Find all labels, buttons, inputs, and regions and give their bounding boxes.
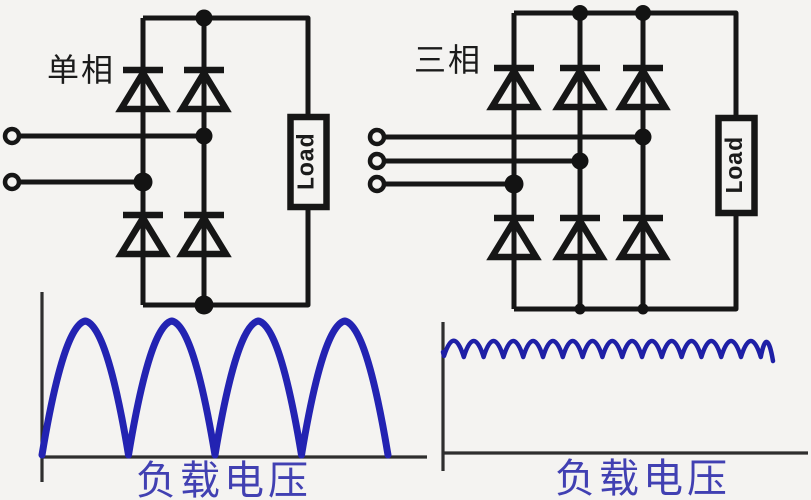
single-phase-circuit: 单相 Load: [2, 9, 330, 315]
load-label: Load: [295, 133, 322, 191]
single-phase-voltage-plot: 负载电压: [38, 292, 427, 500]
rectified-sine-curve: [38, 317, 392, 459]
node-dot: [195, 9, 213, 27]
input-terminal-icon: [2, 126, 22, 146]
node-dot: [504, 174, 524, 194]
input-terminal-icon: [367, 151, 387, 171]
node-dot: [635, 5, 651, 21]
load-box: [287, 113, 330, 211]
node-dot: [194, 295, 214, 315]
node-dot: [572, 5, 588, 21]
input-terminal-icon: [367, 174, 387, 194]
input-terminal-icon: [367, 127, 387, 147]
ripple-curve: [440, 338, 776, 364]
single-phase-title: 单相: [47, 52, 115, 88]
three-phase-voltage-plot: 负载电压: [440, 322, 808, 500]
node-dot: [195, 127, 213, 145]
input-terminal-icon: [2, 172, 22, 192]
load-box: [715, 114, 758, 217]
node-dot: [634, 128, 652, 146]
node-dot: [574, 303, 586, 315]
node-dot: [571, 152, 589, 170]
node-dot: [637, 303, 649, 315]
load-label: Load: [723, 137, 750, 195]
node-dot: [133, 172, 153, 192]
plot-caption: 负载电压: [555, 457, 731, 500]
three-phase-title: 三相: [414, 42, 482, 78]
three-phase-circuit: 三相 Load: [367, 5, 758, 315]
bottom-rail: [514, 213, 739, 312]
plot-caption: 负载电压: [136, 459, 312, 500]
